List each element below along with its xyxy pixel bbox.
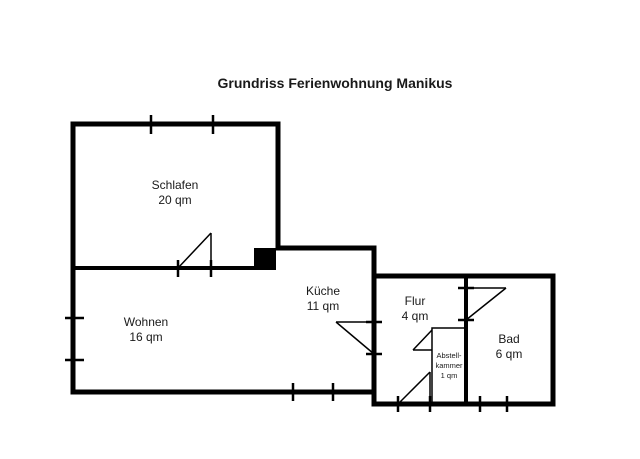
room-area-kueche: 11 qm [307, 299, 339, 313]
room-kueche: Küche 11 qm [306, 284, 340, 313]
door-kueche [335, 320, 382, 356]
inner-walls [71, 266, 468, 406]
door-schlafen [176, 232, 213, 277]
room-name-abstellkammer-line1: Abstell- [436, 351, 462, 360]
door-flur-entry [396, 371, 432, 412]
room-area-schlafen: 20 qm [158, 193, 191, 207]
room-abstellkammer: Abstell- kammer 1 qm [435, 351, 463, 380]
room-area-flur: 4 qm [402, 309, 429, 323]
room-name-abstellkammer-line2: kammer [435, 361, 463, 370]
room-name-kueche: Küche [306, 284, 340, 298]
room-name-wohnen: Wohnen [124, 315, 168, 329]
room-bad: Bad 6 qm [496, 332, 523, 361]
room-area-bad: 6 qm [496, 347, 523, 361]
door-bad [458, 286, 507, 322]
outer-walls [70, 121, 556, 407]
room-flur: Flur 4 qm [402, 294, 429, 323]
door-abstellkammer [412, 329, 433, 351]
window-markers [65, 115, 509, 412]
doors [176, 232, 507, 412]
room-name-bad: Bad [498, 332, 519, 346]
room-schlafen: Schlafen 20 qm [152, 178, 199, 207]
room-name-schlafen: Schlafen [152, 178, 199, 192]
room-wohnen: Wohnen 16 qm [124, 315, 168, 344]
chimney-block [254, 248, 276, 270]
room-area-wohnen: 16 qm [129, 330, 162, 344]
plan-title: Grundriss Ferienwohnung Manikus [218, 75, 453, 91]
room-name-flur: Flur [405, 294, 426, 308]
room-area-abstellkammer: 1 qm [441, 371, 458, 380]
